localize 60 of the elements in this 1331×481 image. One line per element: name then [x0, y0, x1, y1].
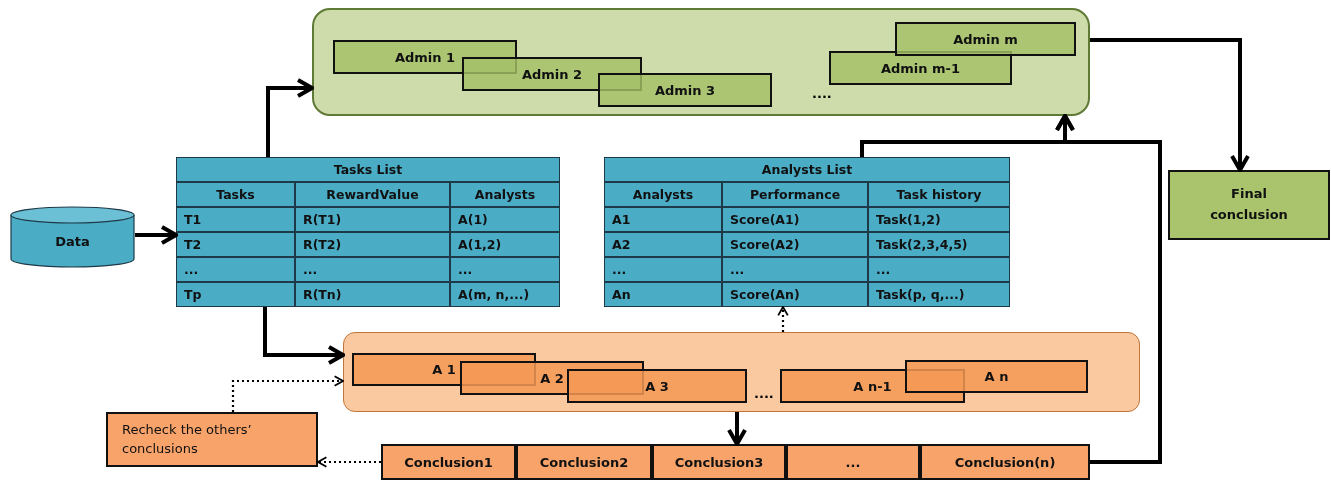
dotted-arrow: [231, 375, 344, 412]
table-cell: R(Tn): [295, 282, 450, 307]
table-cell: ...: [868, 257, 1010, 282]
ellipsis-text: ....: [754, 386, 774, 401]
conclusion-box: Final conclusion: [1168, 170, 1330, 240]
table-cell: Task(2,3,4,5): [868, 232, 1010, 257]
arrow: [727, 412, 747, 446]
table-cell: A(m, n,...): [450, 282, 560, 307]
arrow: [1055, 114, 1162, 464]
table-cell: Tp: [176, 282, 295, 307]
column-header: Tasks: [176, 182, 295, 207]
table-cell: ...: [450, 257, 560, 282]
table-title: Tasks List: [176, 157, 560, 182]
table-cell: A(1): [450, 207, 560, 232]
admin-box: Admin 3: [598, 73, 772, 107]
table-cell: Score(A2): [722, 232, 868, 257]
table-cell: R(T1): [295, 207, 450, 232]
table-cell: T1: [176, 207, 295, 232]
table-cell: A1: [604, 207, 722, 232]
table-cell: Score(An): [722, 282, 868, 307]
table-cell: ...: [295, 257, 450, 282]
process-box: Recheck the others’ conclusions: [106, 412, 318, 467]
analyst-box: A n: [905, 360, 1088, 393]
table-cell: ...: [604, 257, 722, 282]
arrow: [135, 225, 178, 245]
table: [176, 157, 560, 307]
admin-group-panel: [312, 8, 1090, 116]
dotted-arrow: [777, 306, 789, 332]
column-header: Performance: [722, 182, 868, 207]
table: [604, 157, 1010, 307]
analyst-box: A 3: [567, 369, 747, 403]
column-header: RewardValue: [295, 182, 450, 207]
conclusion-cell: Conclusion1: [381, 444, 516, 480]
arrow: [263, 307, 345, 365]
arrow: [1090, 38, 1250, 172]
database-cylinder: [10, 206, 135, 268]
table-cell: Score(A1): [722, 207, 868, 232]
column-header: Analysts: [450, 182, 560, 207]
table-cell: Task(p, q,...): [868, 282, 1010, 307]
table-title: Analysts List: [604, 157, 1010, 182]
conclusion-cell: Conclusion3: [652, 444, 786, 480]
node-label: Data: [55, 233, 90, 249]
arrow: [266, 78, 314, 157]
conclusion-cell: Conclusion(n): [920, 444, 1090, 480]
conclusion-cell: ...: [786, 444, 920, 480]
dotted-arrow: [317, 456, 381, 468]
table-cell: An: [604, 282, 722, 307]
table-cell: A(1,2): [450, 232, 560, 257]
ellipsis-text: ....: [812, 86, 832, 101]
table-cell: ...: [722, 257, 868, 282]
admin-box: Admin m: [895, 22, 1076, 56]
column-header: Analysts: [604, 182, 722, 207]
table-cell: R(T2): [295, 232, 450, 257]
conclusion-cell: Conclusion2: [516, 444, 652, 480]
table-cell: T2: [176, 232, 295, 257]
table-cell: Task(1,2): [868, 207, 1010, 232]
analyst-group-panel: [343, 332, 1140, 412]
table-cell: A2: [604, 232, 722, 257]
table-cell: ...: [176, 257, 295, 282]
column-header: Task history: [868, 182, 1010, 207]
